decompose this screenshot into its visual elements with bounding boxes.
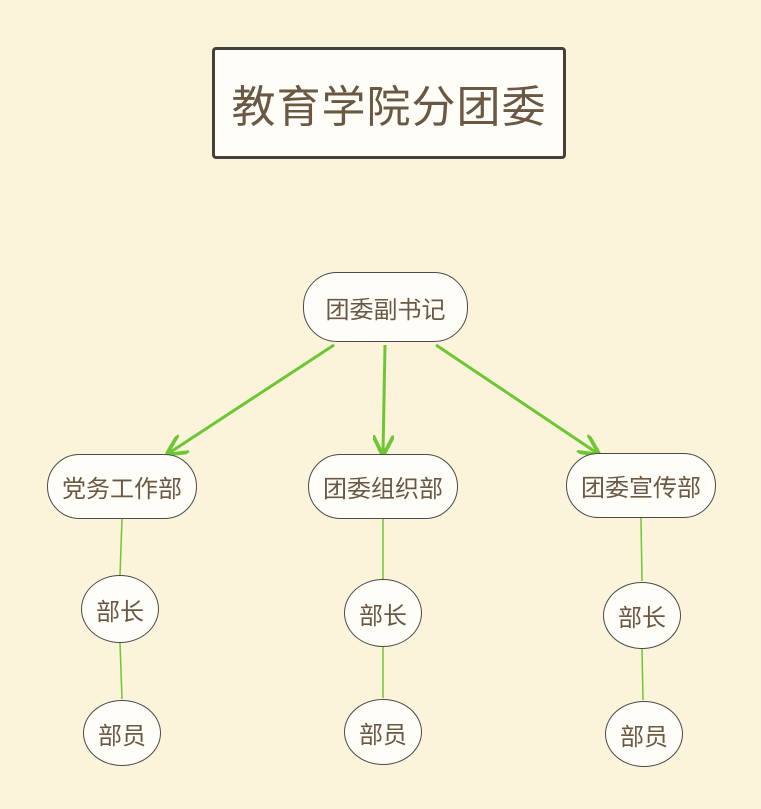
- connector-dept-1-head: [119, 518, 123, 576]
- dept-3-member-node: 部员: [605, 701, 683, 767]
- connector-dept-1-member: [119, 642, 123, 700]
- dept-1-member-node: 部员: [83, 700, 161, 766]
- dept-3-head-node: 部长: [603, 582, 681, 649]
- root-node: 团委副书记: [303, 272, 468, 342]
- dept-node-1: 党务工作部: [47, 454, 197, 519]
- arrow-to-dept-3: [435, 343, 597, 453]
- dept-node-2: 团委组织部: [308, 454, 458, 519]
- dept-node-3: 团委宣传部: [566, 453, 716, 518]
- arrow-to-dept-1: [169, 343, 335, 453]
- connector-dept-3-head: [640, 517, 643, 582]
- dept-2-head-node: 部长: [344, 579, 422, 647]
- diagram-title: 教育学院分团委: [212, 47, 566, 159]
- arrow-to-dept-2: [383, 344, 385, 453]
- dept-1-head-node: 部长: [81, 575, 159, 643]
- connector-dept-3-member: [641, 648, 644, 701]
- dept-2-member-node: 部员: [344, 699, 422, 765]
